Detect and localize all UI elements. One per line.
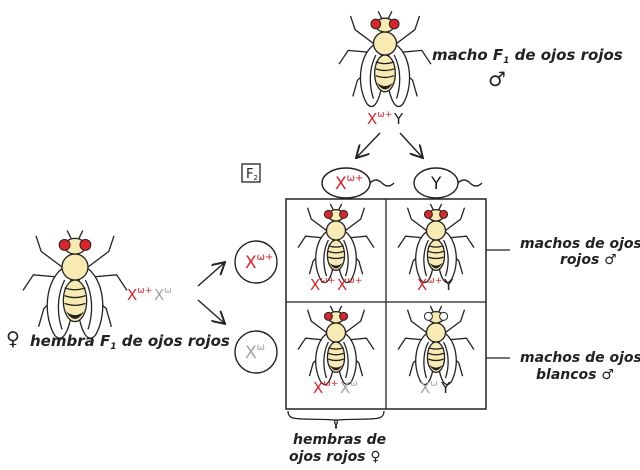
punnett-cell-2: Xω+Xω xyxy=(297,305,375,397)
white-males-label-line1: machos de ojos xyxy=(520,350,640,366)
arrow-to-sperm-x xyxy=(357,132,381,157)
generation-label-box xyxy=(241,163,261,183)
egg-x-w: Xω xyxy=(234,330,278,374)
allele-x-wplus: Xω+ xyxy=(417,276,442,294)
allele-y: Y xyxy=(440,379,451,397)
gamete-allele: Xω+ xyxy=(245,252,273,273)
egg-x-wplus: Xω+ xyxy=(234,240,278,284)
allele-x-wplus: Xω+ xyxy=(313,379,338,397)
white-males-label-line2: blancos ♂ xyxy=(536,367,614,383)
allele-y: Y xyxy=(393,110,404,128)
white-eyed-male-fly xyxy=(397,305,475,386)
female-brace xyxy=(287,410,385,429)
arrow-to-sperm-y xyxy=(399,132,422,157)
red-males-label-line2: rojos ♂ xyxy=(560,252,617,268)
allele-y: Y xyxy=(443,276,454,294)
gamete-allele: Xω xyxy=(245,342,265,363)
allele-x-wplus: Xω+ xyxy=(367,110,392,128)
red-eyed-female-fly xyxy=(297,203,375,284)
red-females-label-line1: hembras de xyxy=(293,432,386,448)
allele-x-wplus: Xω+ xyxy=(127,286,152,304)
punnett-cell-1: Xω+Y xyxy=(397,203,475,294)
gamete-allele: Y xyxy=(430,174,442,194)
arrow-to-egg-x-wplus xyxy=(197,263,224,287)
red-eyed-female-fly xyxy=(297,305,375,386)
female-parent-label: hembra F1 de ojos rojos xyxy=(30,332,230,352)
male-parent-fly xyxy=(338,11,432,108)
male-parent-label: macho F1 de ojos rojos xyxy=(432,46,623,66)
male-parent-genotype: Xω+Y xyxy=(367,110,404,128)
punnett-cell-0: Xω+Xω+ xyxy=(297,203,375,294)
generation-label: F2 xyxy=(246,167,258,182)
allele-x-wplus: Xω+ xyxy=(310,276,335,294)
female-parent-genotype: Xω+Xω xyxy=(127,286,172,304)
red-eyed-male-fly xyxy=(397,203,475,284)
female-parent-fly xyxy=(22,230,128,339)
allele-x-w: Xω xyxy=(420,379,438,397)
sperm-x-wplus: Xω+ xyxy=(321,167,395,199)
allele-x-w: Xω xyxy=(154,286,172,304)
allele-x-wplus: Xω+ xyxy=(337,276,362,294)
sperm-y: Y xyxy=(413,167,483,199)
gamete-allele: Xω+ xyxy=(335,173,363,194)
allele-x-w: Xω xyxy=(340,379,358,397)
red-males-label-line1: machos de ojos xyxy=(520,236,640,252)
red-females-label-line2: ojos rojos ♀ xyxy=(289,449,381,465)
female-symbol-icon: ♀ xyxy=(6,328,20,350)
male-symbol-icon: ♂ xyxy=(488,67,506,91)
arrow-to-egg-x-w xyxy=(197,299,224,323)
